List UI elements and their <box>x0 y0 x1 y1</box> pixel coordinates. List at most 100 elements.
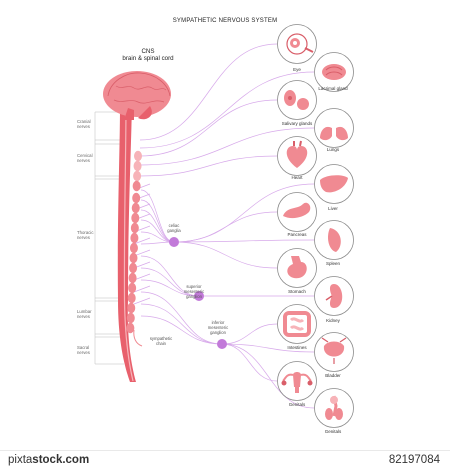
nerve-line <box>140 303 223 345</box>
organ-label-spleen: Spleen <box>325 261 340 266</box>
chain-ganglion-bead <box>126 322 135 334</box>
nerve-label-line: Cervical <box>77 153 93 158</box>
organ-label-salivary-glands: Salivary glands <box>281 121 313 126</box>
nerve-line <box>173 239 315 243</box>
nerve-line <box>140 315 223 345</box>
nerve-line <box>139 127 315 166</box>
ganglion-label-line: mesenteric <box>207 325 229 330</box>
organ-label-eye: Eye <box>293 67 301 72</box>
nerve-label-cranial: Cranial nerves <box>77 119 91 129</box>
nerve-label-line: nerves <box>77 235 90 240</box>
organ-label-bladder: Bladder <box>325 373 341 378</box>
watermark-brand: pixtastock.com <box>8 454 89 466</box>
chain-tail <box>133 329 143 347</box>
cns-subtitle: brain & spinal cord <box>122 55 174 62</box>
nerve-line <box>221 323 278 345</box>
nerve-line <box>139 99 278 157</box>
chain-ganglion-bead <box>130 232 139 244</box>
organ-label-lacrimal-gland: Lacrimal gland <box>318 86 348 91</box>
nerve-line <box>221 343 315 353</box>
nerve-label-line: nerves <box>77 124 90 129</box>
celiac-ganglion-node <box>169 237 179 247</box>
nerve-line <box>140 291 223 345</box>
organ-label-lungs: Lungs <box>326 147 340 152</box>
chain-ganglion-bead <box>130 222 139 234</box>
nerve-label-line: nerves <box>77 350 90 355</box>
nerve-line <box>173 241 278 269</box>
nerve-line <box>139 43 278 141</box>
chain-ganglion-bead <box>126 312 135 324</box>
nerve-connections <box>133 43 315 409</box>
chain-ganglion-bead <box>128 282 137 294</box>
salivary-glands-icon <box>277 80 317 120</box>
nerve-line <box>221 343 278 382</box>
lacrimal-gland-icon <box>314 52 354 92</box>
inferior-mesenteric-ganglion-node <box>217 339 227 349</box>
nerve-label-line: Lumbar <box>77 309 92 314</box>
female-genitals-icon <box>277 361 317 401</box>
chain-ganglion-bead <box>128 272 137 284</box>
brain-icon <box>103 71 171 120</box>
organ-label-intestines: Intestines <box>287 345 307 350</box>
organ-label-pancreas: Pancreas <box>287 232 307 237</box>
nerve-label-line: Sacral <box>77 345 90 350</box>
nerve-line <box>221 343 315 409</box>
intestines-icon <box>277 304 317 344</box>
sympathetic-chain <box>126 150 143 347</box>
organ-label-stomach: Stomach <box>288 289 306 294</box>
nerve-line <box>140 279 200 297</box>
chain-ganglion-bead <box>134 150 142 162</box>
image-id: 82197084 <box>388 454 440 466</box>
watermark-footer: pixtastock.com 82197084 <box>0 450 450 469</box>
nerve-label-sacral: Sacral nerves <box>77 345 90 355</box>
brand-prefix: pixta <box>8 454 33 466</box>
male-genitals-icon <box>314 388 354 428</box>
organ-label-liver: Liver <box>328 206 338 211</box>
ganglion-label-line: celiac <box>168 223 180 228</box>
chain-ganglion-bead <box>133 160 142 172</box>
ganglion-label-line: ganglion <box>186 294 202 299</box>
bladder-icon <box>314 332 354 372</box>
organ-circles <box>277 24 354 428</box>
pancreas-icon <box>277 192 317 232</box>
nerve-label-thoracic: Thoracic nerves <box>77 230 93 240</box>
organ-label-genitals-male: Genitals <box>324 429 342 434</box>
cns-title: CNS <box>141 48 155 55</box>
cns-label: CNS brain & spinal cord <box>108 48 188 62</box>
nerve-stub <box>133 285 151 293</box>
organ-label-kidney: Kidney <box>326 318 340 323</box>
chain-label-line: chain <box>155 341 166 346</box>
ganglion-label-line: inferior <box>211 320 225 325</box>
nerve-label-lumbar: Lumbar nerves <box>77 309 92 319</box>
celiac-ganglia-label: celiac ganglia <box>152 223 196 233</box>
ganglion-label-line: ganglion <box>210 330 226 335</box>
nerve-line <box>139 155 278 177</box>
sympathetic-chain-label: sympathetic chain <box>139 336 183 346</box>
ganglion-label-line: mesenteric <box>183 289 205 294</box>
nerve-line <box>139 71 315 149</box>
brand-suffix: stock.com <box>32 454 90 466</box>
superior-mesenteric-ganglion-label: superior mesenteric ganglion <box>172 284 216 299</box>
spinal-cord <box>117 104 136 382</box>
kidney-icon <box>314 276 354 316</box>
nerve-stub <box>133 297 151 305</box>
ganglion-label-line: ganglia <box>167 228 181 233</box>
nerve-stub <box>133 273 151 281</box>
nerve-label-line: nerves <box>77 158 90 163</box>
ganglion-label-line: superior <box>186 284 202 289</box>
chain-ganglion-bead <box>132 180 141 192</box>
chain-ganglion-bead <box>131 212 140 224</box>
nerve-label-line: nerves <box>77 314 90 319</box>
organ-label-heart: Heart <box>291 175 303 180</box>
nerve-label-line: Cranial <box>77 119 91 124</box>
chain-ganglion-bead <box>129 262 138 274</box>
eye-icon <box>277 24 317 64</box>
heart-icon <box>277 136 317 176</box>
chain-ganglion-bead <box>132 192 141 204</box>
nerve-line <box>173 211 278 243</box>
chain-label-line: sympathetic <box>149 336 173 341</box>
chain-ganglion-bead <box>129 252 138 264</box>
ganglia <box>169 237 227 349</box>
nerve-label-cervical: Cervical nerves <box>77 153 93 163</box>
chain-ganglion-bead <box>129 242 138 254</box>
